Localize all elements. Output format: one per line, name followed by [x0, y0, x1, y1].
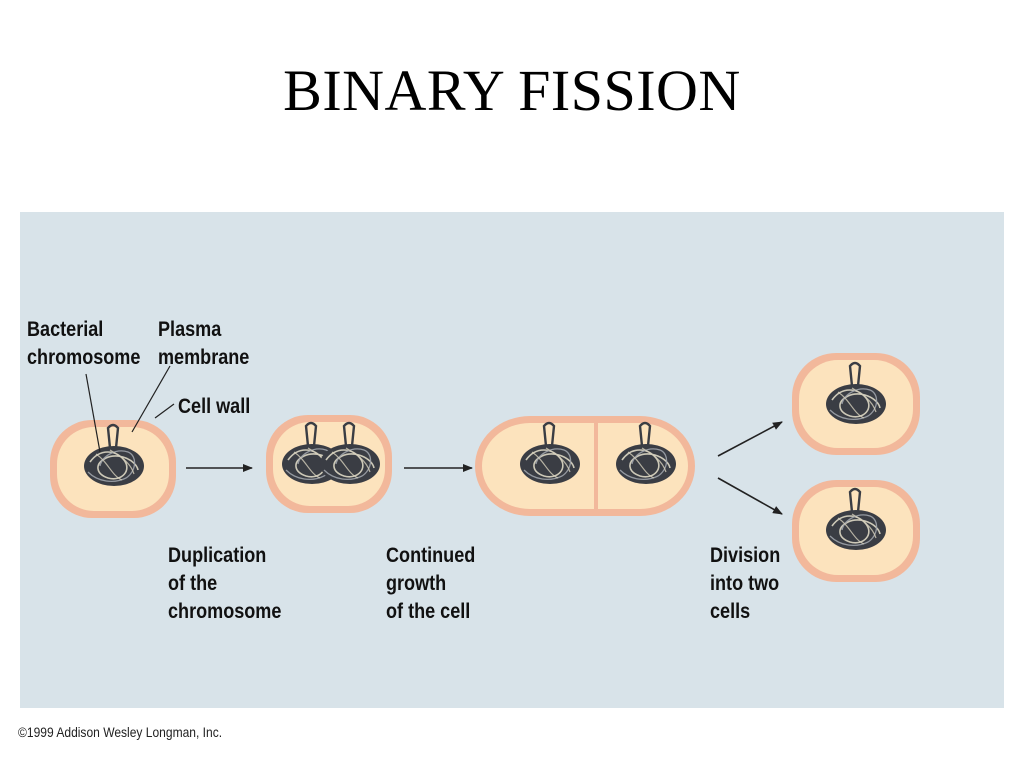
cell-duplicated — [266, 415, 392, 513]
leader-cell-wall — [154, 403, 175, 419]
label-plasma-membrane: Plasma membrane — [158, 318, 250, 369]
daughter-cell-top — [792, 353, 920, 455]
label-cell-wall: Cell wall — [178, 395, 251, 418]
leader-membrane — [131, 365, 171, 433]
daughter-cell-bottom — [792, 480, 920, 582]
label-division: Division into two cells — [710, 544, 781, 623]
cell-elongated — [475, 416, 695, 516]
label-duplication: Duplication of the chromosome — [168, 544, 282, 623]
arrow-3-up — [717, 421, 783, 457]
label-continued-growth: Continued growth of the cell — [386, 544, 476, 623]
cell-initial — [50, 420, 176, 518]
label-bacterial-chromosome: Bacterial chromosome — [27, 318, 141, 369]
slide-title: BINARY FISSION — [283, 58, 741, 123]
leader-chromosome — [85, 373, 101, 453]
copyright-notice: ©1999 Addison Wesley Longman, Inc. — [18, 724, 223, 740]
arrow-3-down — [717, 477, 783, 515]
